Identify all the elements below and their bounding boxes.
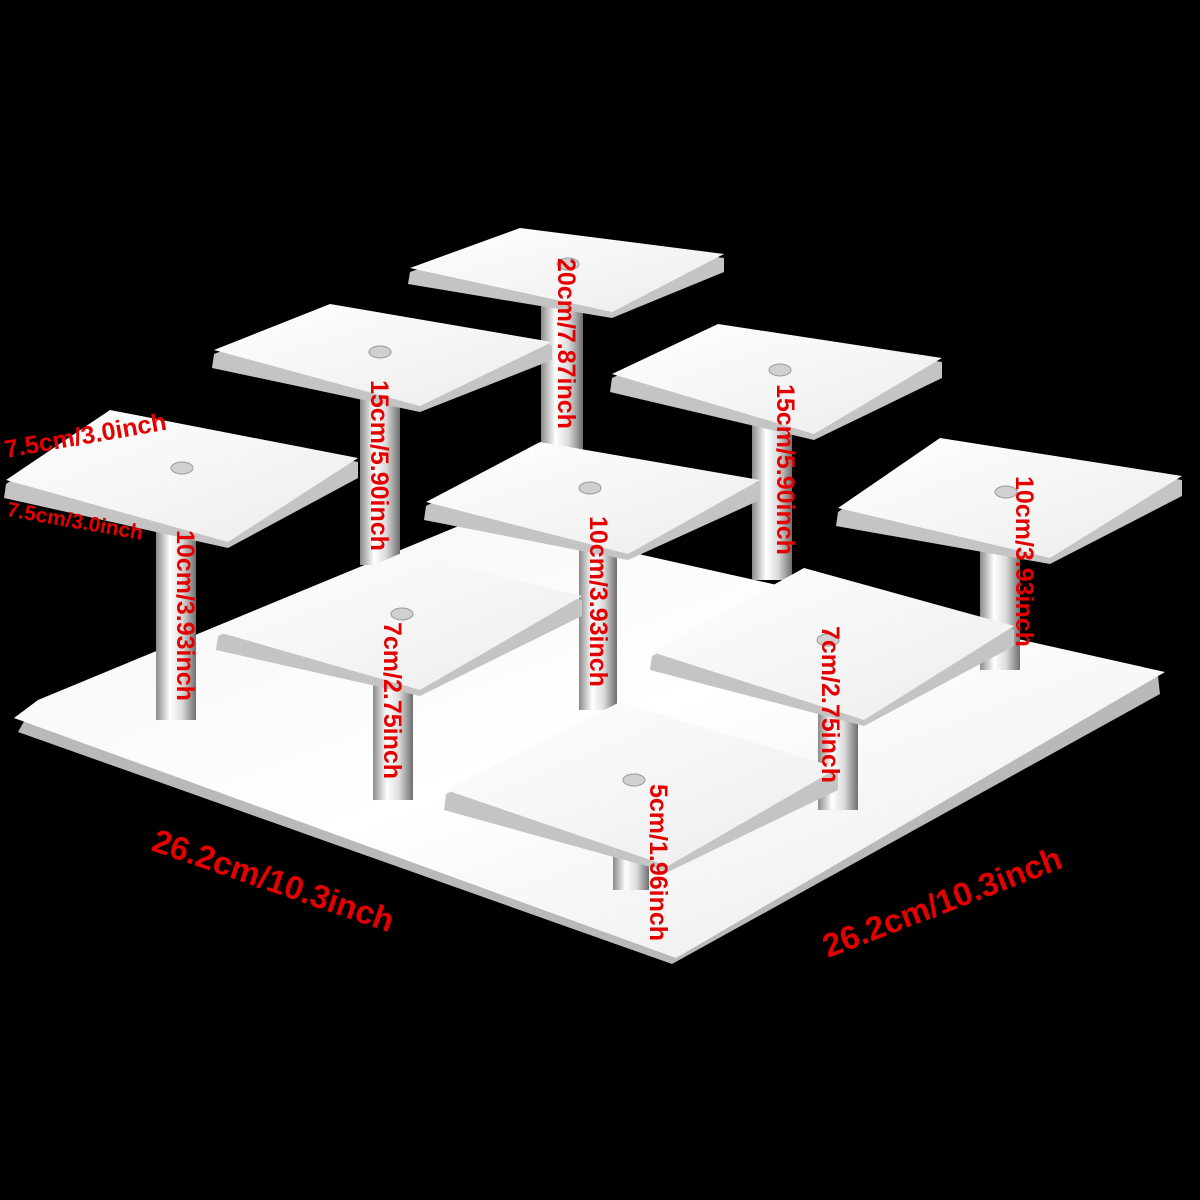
- platform-10cm-center: [424, 442, 760, 560]
- label-rod-5cm: 5cm/1.96inch: [644, 784, 672, 941]
- platforms: [4, 228, 1182, 872]
- screw-icon: [390, 607, 414, 621]
- label-rod-10cm-right: 10cm/3.93inch: [1010, 476, 1038, 647]
- platform-7cm-left: [216, 552, 582, 696]
- rod-7cm-left: [373, 680, 413, 800]
- rod-15cm-left: [360, 375, 400, 565]
- label-rod-15cm-left: 15cm/5.90inch: [365, 380, 393, 551]
- screw-icon: [994, 485, 1018, 499]
- platform-5cm: [444, 702, 838, 872]
- screw-icon: [578, 481, 602, 495]
- label-rod-7cm-right: 7cm/2.75inch: [816, 626, 844, 783]
- label-rod-15cm-right: 15cm/5.90inch: [771, 384, 799, 555]
- platform-15cm-left: [212, 304, 552, 412]
- screw-icon: [368, 345, 392, 359]
- platform-15cm-right: [610, 324, 942, 440]
- screw-icon: [556, 257, 580, 271]
- platform-7cm-right: [650, 568, 1014, 726]
- label-rod-10cm-left: 10cm/3.93inch: [171, 530, 199, 701]
- label-rod-20cm: 20cm/7.87inch: [552, 258, 580, 429]
- platform-10cm-left: [4, 410, 358, 548]
- rod-10cm-center: [579, 545, 617, 710]
- screw-icon: [170, 461, 194, 475]
- rod-10cm-left: [156, 510, 196, 720]
- platform-10cm-right: [836, 438, 1182, 564]
- label-rod-7cm-left: 7cm/2.75inch: [378, 622, 406, 779]
- platform-20cm: [408, 228, 724, 318]
- screw-icon: [816, 633, 840, 647]
- label-rod-10cm-center: 10cm/3.93inch: [584, 516, 612, 687]
- screw-icon: [768, 363, 792, 377]
- screw-icon: [622, 773, 646, 787]
